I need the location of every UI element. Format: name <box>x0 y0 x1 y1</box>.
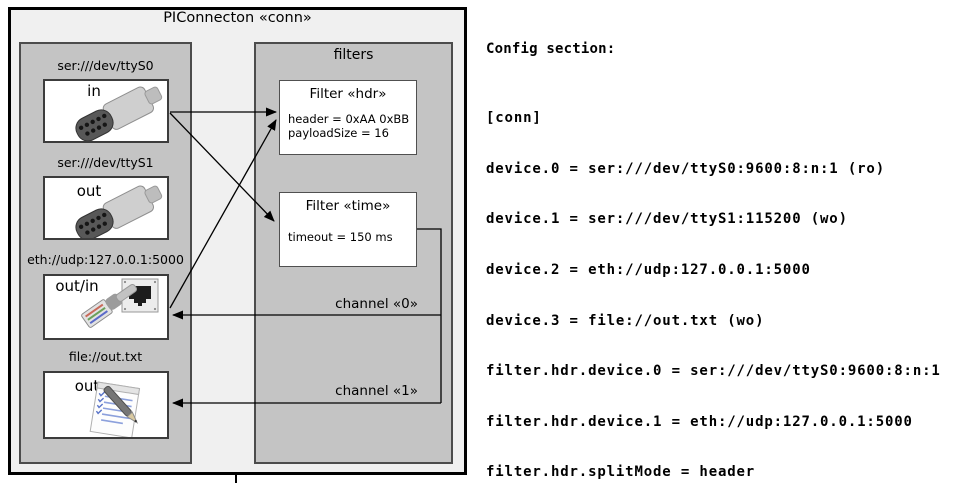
filter-box-time: Filter «time» timeout = 150 ms <box>279 192 417 267</box>
config-line: device.1 = ser:///dev/ttyS1:115200 (wo) <box>486 211 848 228</box>
serial-connector-icon <box>75 86 163 141</box>
config-section: Config section: [conn] device.0 = ser://… <box>486 8 950 484</box>
config-line: device.3 = file://out.txt (wo) <box>486 312 765 329</box>
device-url-ttys0: ser:///dev/ttyS0 <box>57 58 154 73</box>
notepad-icon <box>89 381 141 437</box>
config-line: filter.hdr.device.0 = ser:///dev/ttyS0:9… <box>486 363 941 380</box>
device-direction-label: out <box>76 182 102 200</box>
device-direction-label: in <box>87 82 101 100</box>
serial-connector-icon <box>75 185 163 238</box>
filter-hdr-prop-payloadsize: payloadSize = 16 <box>288 126 389 140</box>
device-box-ttys0: in <box>43 79 169 143</box>
filter-hdr-title: Filter «hdr» <box>309 86 387 102</box>
config-line: filter.hdr.device.1 = eth://udp:127.0.0.… <box>486 413 913 430</box>
device-url-file: file://out.txt <box>68 349 143 364</box>
device-box-file: out <box>43 371 169 439</box>
bottom-center-tick <box>235 474 237 483</box>
device-box-eth: out/in <box>43 274 169 340</box>
config-line: device.2 = eth://udp:127.0.0.1:5000 <box>486 262 811 279</box>
device-direction-label: out <box>74 377 100 395</box>
ethernet-cable-icon <box>81 284 138 328</box>
config-heading: Config section: <box>486 41 616 57</box>
pen-icon <box>103 385 139 424</box>
config-line: filter.hdr.splitMode = header <box>486 464 756 481</box>
config-line: [conn] <box>486 110 542 127</box>
device-url-eth: eth://udp:127.0.0.1:5000 <box>27 252 184 267</box>
diagram-title: PIConnecton «conn» <box>163 10 312 26</box>
channel-1-label: channel «1» <box>335 383 418 399</box>
device-url-ttys1: ser:///dev/ttyS1 <box>57 155 154 170</box>
filter-time-title: Filter «time» <box>305 198 391 214</box>
device-direction-label: out/in <box>55 277 99 295</box>
channel-0-label: channel «0» <box>335 296 418 312</box>
device-box-ttys1: out <box>43 176 169 240</box>
filters-panel-title: filters <box>333 47 374 63</box>
filter-hdr-prop-header: header = 0xAA 0xBB <box>288 112 410 126</box>
filter-box-hdr: Filter «hdr» header = 0xAA 0xBB payloadS… <box>279 80 417 155</box>
filter-time-prop-timeout: timeout = 150 ms <box>288 230 393 244</box>
ethernet-jack-icon <box>81 278 159 328</box>
config-line: device.0 = ser:///dev/ttyS0:9600:8:n:1 (… <box>486 160 885 177</box>
